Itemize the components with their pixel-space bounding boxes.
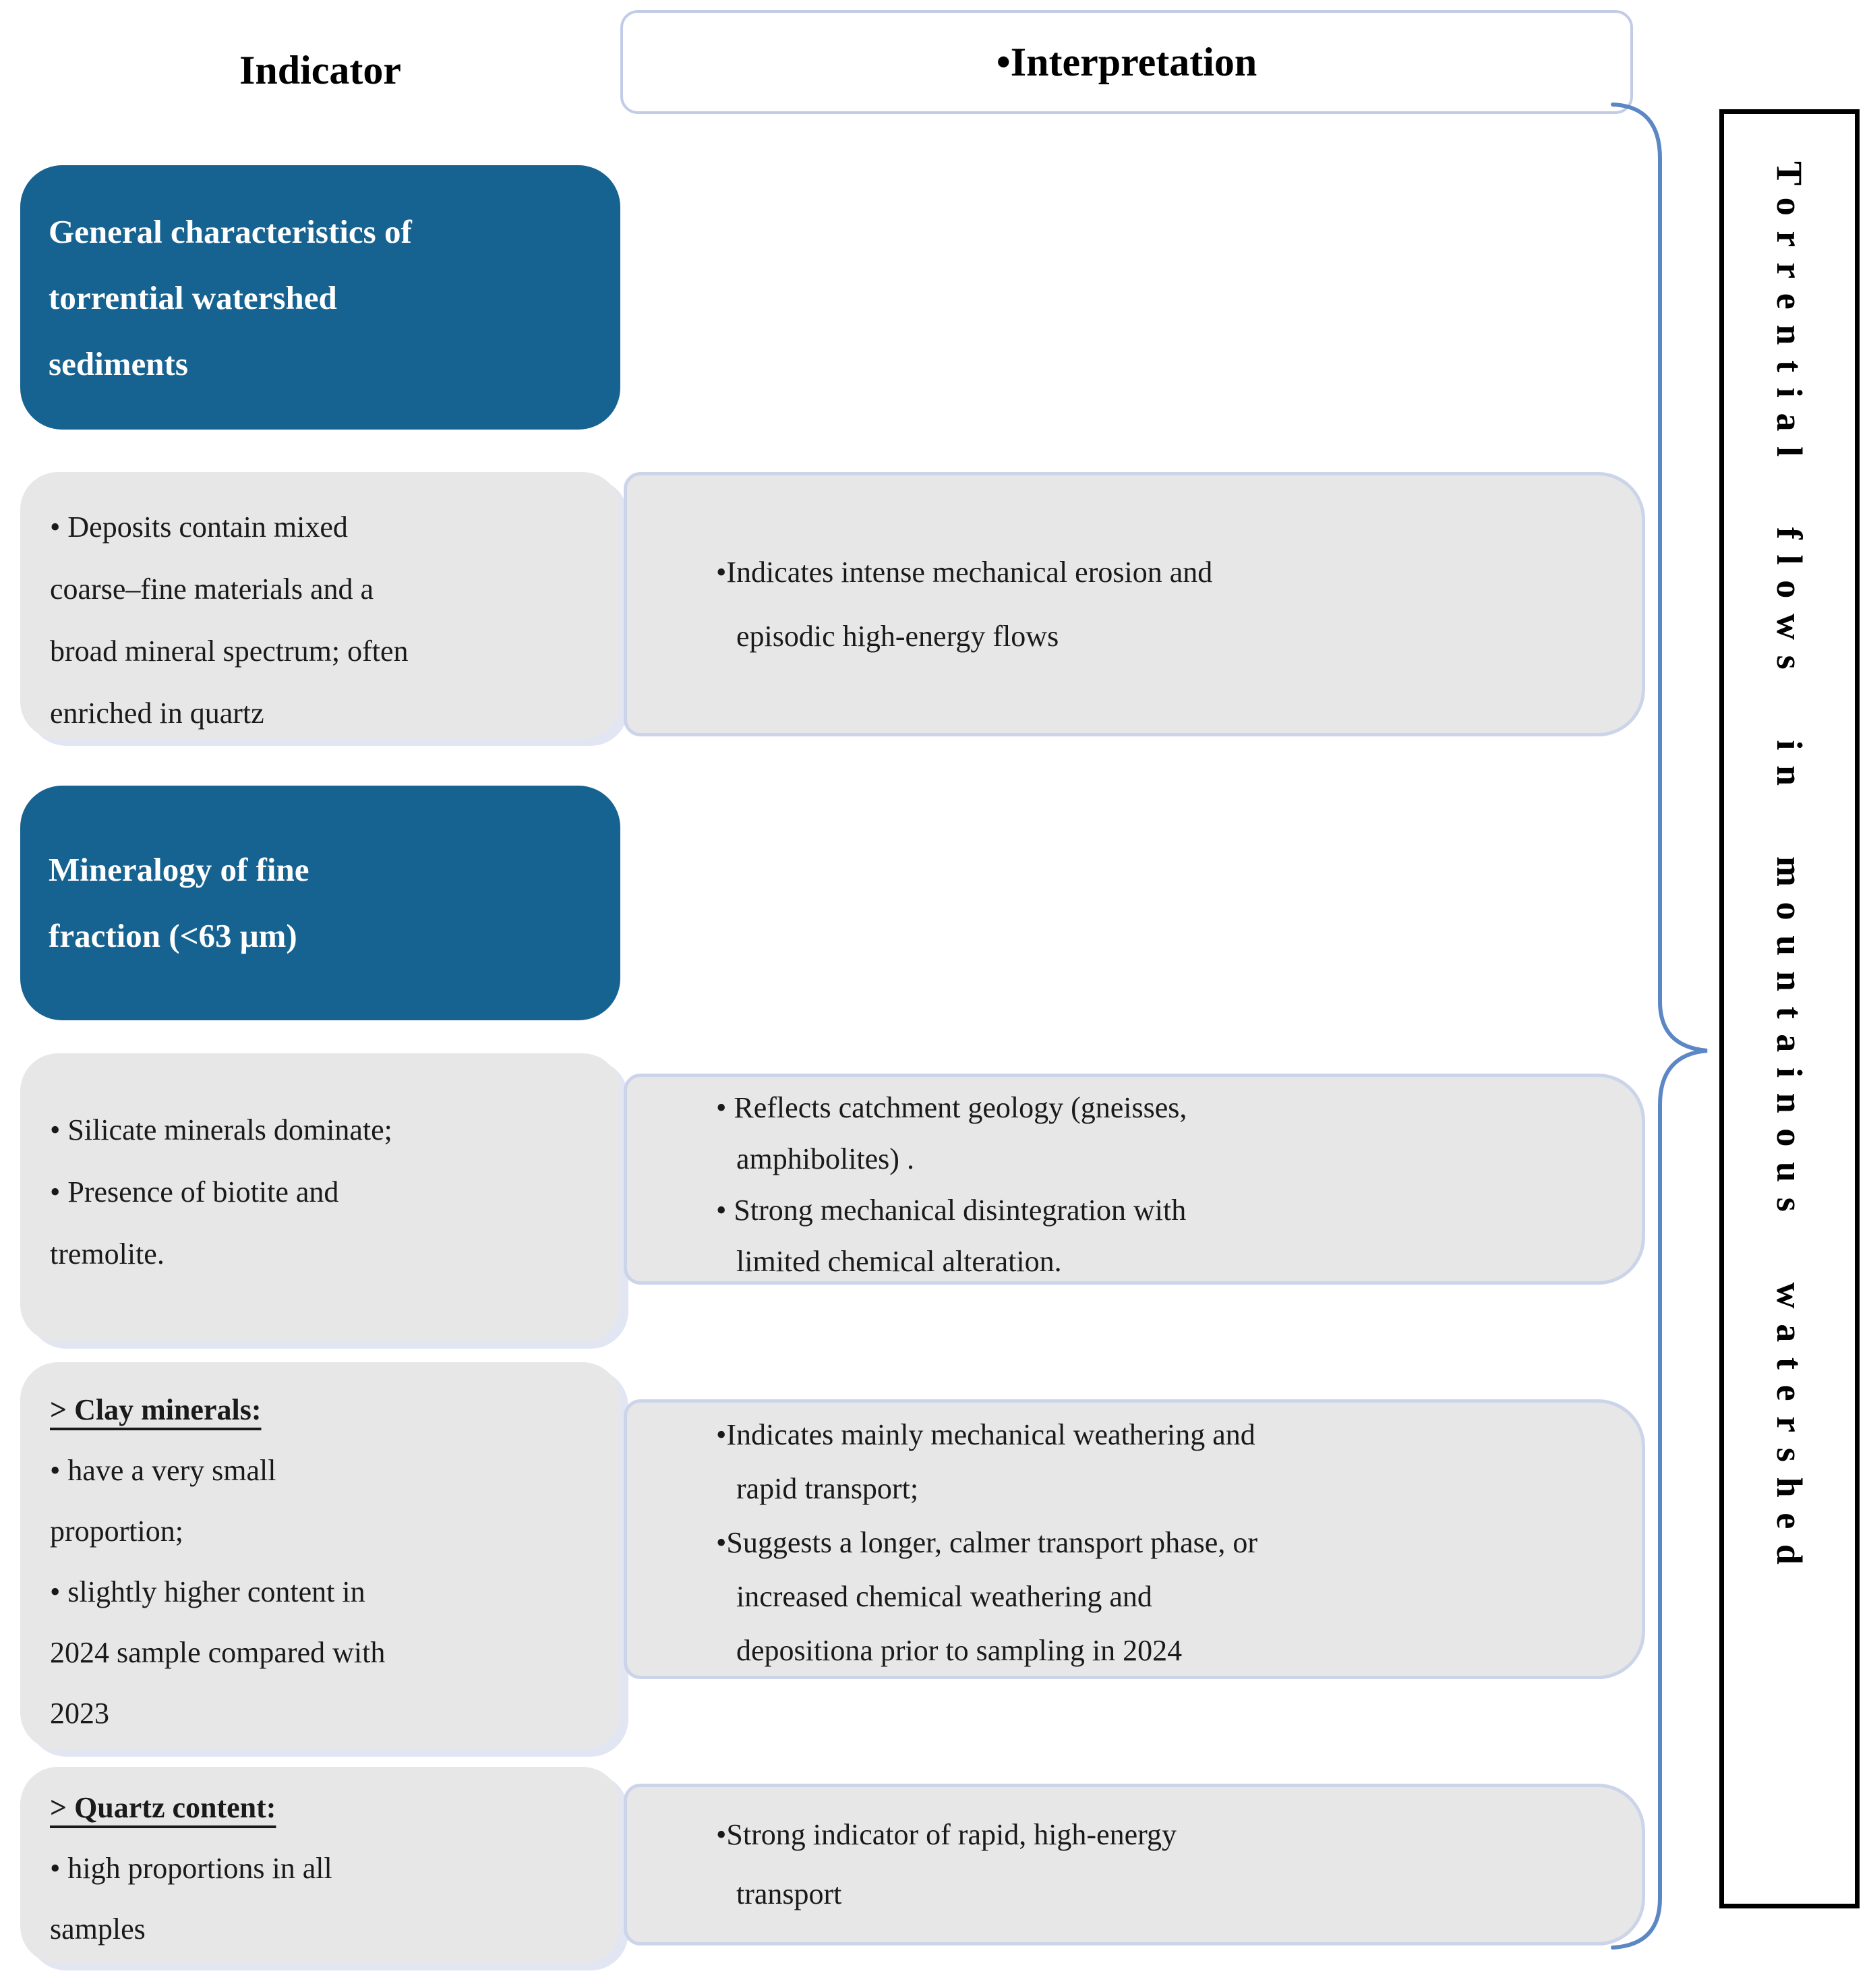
bullet-line: •Suggests a longer, calmer transport pha…: [716, 1526, 1257, 1559]
sidebar-category-box: Torrential flows in mountainous watershe…: [1719, 109, 1860, 1908]
brace-path: [1611, 103, 1708, 1950]
blue-box-mineralogy: Mineralogy of fine fraction (<63 μm): [20, 786, 620, 1020]
text-line: transport: [736, 1877, 842, 1910]
blue-box-line: torrential watershed: [49, 279, 337, 316]
bullet-line: • Reflects catchment geology (gneisses,: [716, 1091, 1187, 1124]
interp-box-weathering-transport: •Indicates mainly mechanical weathering …: [624, 1399, 1645, 1679]
gray-box-silicate-minerals: • Silicate minerals dominate; • Presence…: [20, 1053, 620, 1342]
blue-box-general-characteristics: General characteristics of torrential wa…: [20, 165, 620, 430]
text-line: 2023: [50, 1697, 109, 1730]
bullet-line: • Deposits contain mixed: [50, 510, 348, 544]
bullet-line: •Indicates mainly mechanical weathering …: [716, 1418, 1255, 1451]
gray-box-deposits: • Deposits contain mixed coarse–fine mat…: [20, 472, 620, 739]
text-line: broad mineral spectrum; often: [50, 635, 409, 668]
bullet-line: • slightly higher content in: [50, 1575, 365, 1608]
bullet-line: •Strong indicator of rapid, high-energy: [716, 1818, 1177, 1851]
text-line: coarse–fine materials and a: [50, 573, 374, 606]
interp-box-catchment-geology: • Reflects catchment geology (gneisses, …: [624, 1074, 1645, 1285]
text-line: depositiona prior to sampling in 2024: [736, 1634, 1183, 1667]
bullet-line: • Strong mechanical disintegration with: [716, 1194, 1187, 1227]
text-line: rapid transport;: [736, 1472, 919, 1505]
quartz-content-heading: > Quartz content:: [50, 1791, 276, 1824]
text-line: limited chemical alteration.: [736, 1245, 1062, 1278]
bullet-line: • Presence of biotite and: [50, 1175, 339, 1208]
gray-box-clay-minerals: > Clay minerals: • have a very small pro…: [20, 1362, 620, 1750]
interpretation-column-header: •Interpretation: [996, 39, 1257, 84]
interp-box-mechanical-erosion: •Indicates intense mechanical erosion an…: [624, 472, 1645, 736]
blue-box-line: fraction (<63 μm): [49, 917, 297, 954]
sidebar-category-label: Torrential flows in mountainous watershe…: [1769, 161, 1810, 1580]
indicator-column-header: Indicator: [239, 48, 401, 92]
interp-box-high-energy-transport: •Strong indicator of rapid, high-energy …: [624, 1784, 1645, 1946]
text-line: enriched in quartz: [50, 697, 264, 730]
interpretation-header-box: •Interpretation: [620, 10, 1633, 114]
blue-box-line: Mineralogy of fine: [49, 851, 309, 888]
text-line: episodic high-energy flows: [736, 620, 1059, 653]
text-line: proportion;: [50, 1515, 183, 1548]
bullet-line: • Silicate minerals dominate;: [50, 1113, 392, 1146]
bullet-line: • have a very small: [50, 1454, 276, 1487]
clay-minerals-heading: > Clay minerals:: [50, 1393, 262, 1426]
text-line: tremolite.: [50, 1237, 165, 1270]
text-line: amphibolites) .: [736, 1142, 914, 1175]
gray-box-quartz-content: > Quartz content: • high proportions in …: [20, 1767, 620, 1964]
text-line: increased chemical weathering and: [736, 1580, 1152, 1613]
text-line: 2024 sample compared with: [50, 1636, 386, 1669]
bullet-line: •Indicates intense mechanical erosion an…: [716, 556, 1213, 589]
bullet-line: • high proportions in all: [50, 1852, 332, 1885]
blue-box-line: sediments: [49, 345, 188, 382]
curly-brace-connector: [1611, 103, 1708, 1950]
blue-box-line: General characteristics of: [49, 213, 412, 250]
text-line: samples: [50, 1912, 146, 1946]
